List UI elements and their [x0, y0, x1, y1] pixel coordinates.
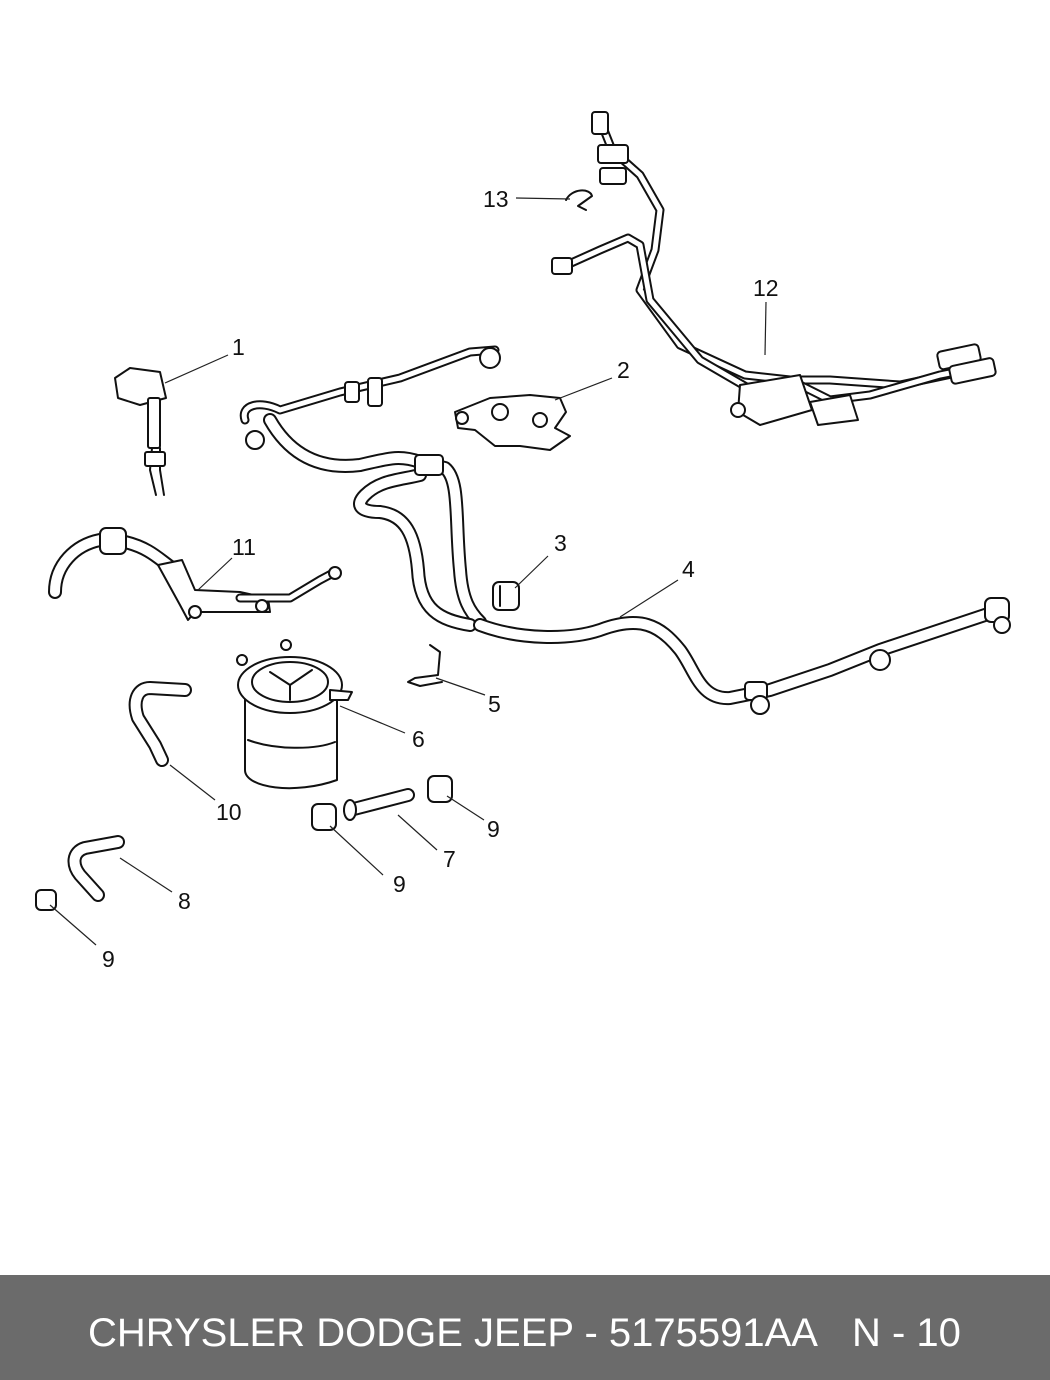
callout-9-left: 9 [102, 946, 115, 972]
footer-part-title: CHRYSLER DODGE JEEP - 5175591AA [88, 1311, 818, 1355]
part-6-fuel-filter [236, 639, 353, 790]
callout-6: 6 [412, 726, 425, 752]
footer-page-number: N - 10 [852, 1311, 961, 1355]
upper-hose-assembly [239, 345, 501, 632]
callout-7: 7 [443, 846, 456, 872]
fuel-system-parts-diagram: 1 2 3 4 5 6 7 8 9 9 9 10 11 12 13 [35, 111, 1011, 972]
callout-9-middle: 9 [393, 871, 406, 897]
callout-2: 2 [617, 357, 630, 383]
callout-11: 11 [232, 534, 256, 560]
footer-bar [0, 1275, 1050, 1380]
callout-4: 4 [682, 556, 695, 582]
callout-1: 1 [232, 334, 245, 360]
callout-8: 8 [178, 888, 191, 914]
part-1-sensor [114, 367, 167, 496]
leader-lines [49, 197, 767, 946]
callout-10: 10 [216, 799, 242, 825]
part-9-clamp-a [311, 803, 337, 831]
part-4-fuel-hose [473, 597, 1011, 715]
part-12-fuel-tube-assembly [551, 111, 997, 426]
callout-12: 12 [753, 275, 779, 301]
part-2-valve-bracket [454, 394, 571, 451]
part-11-hose-bracket [48, 527, 342, 621]
callout-9-right: 9 [487, 816, 500, 842]
part-3-clamp [492, 581, 520, 611]
callout-13: 13 [483, 186, 509, 212]
part-5-bracket [407, 644, 443, 687]
part-9-clamp-c [35, 889, 57, 911]
part-10-elbow-hose [128, 681, 192, 767]
callout-3: 3 [554, 530, 567, 556]
part-7-straight-hose [343, 788, 415, 821]
callout-5: 5 [488, 691, 501, 717]
part-9-clamp-b [427, 775, 453, 803]
callout-numbers: 1 2 3 4 5 6 7 8 9 9 9 10 11 12 13 [102, 186, 779, 972]
part-8-short-elbow-hose [67, 835, 125, 902]
part-13-clip [565, 189, 593, 211]
